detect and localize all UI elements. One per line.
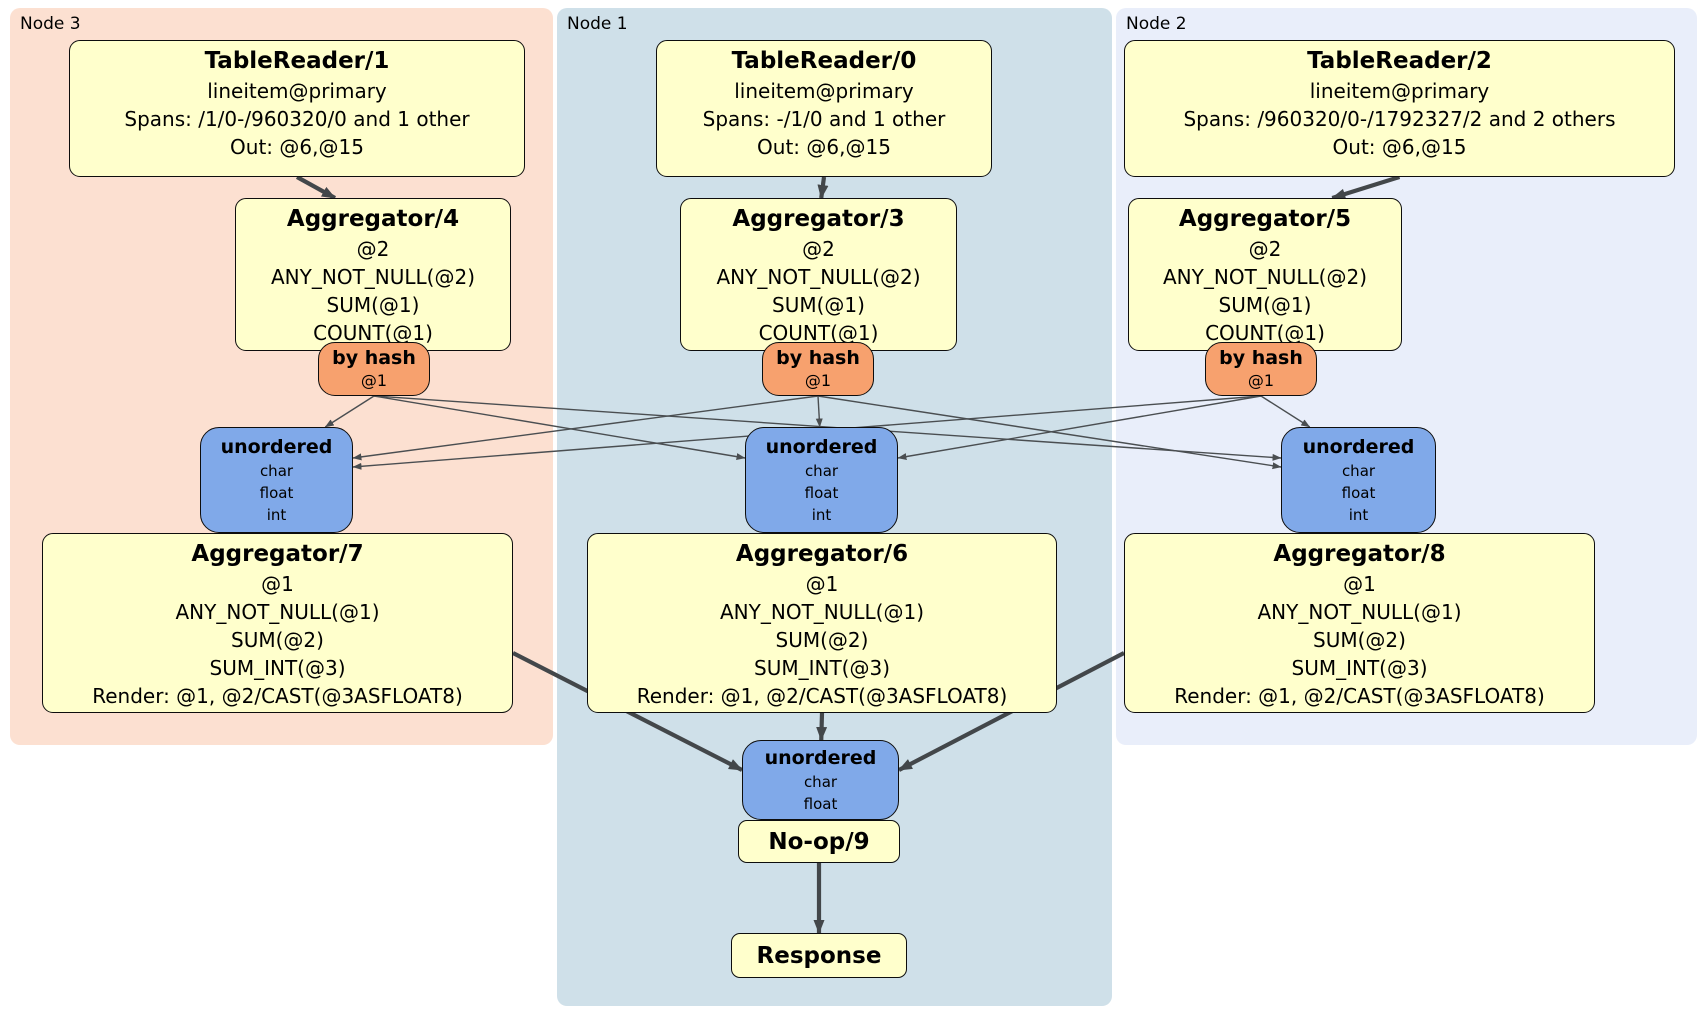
detail-line: Render: @1, @2/CAST(@3ASFLOAT8) (636, 684, 1008, 708)
detail-line: @2 (356, 237, 390, 261)
box-title: Aggregator/5 (1178, 206, 1352, 232)
box-title: TableReader/0 (731, 48, 917, 74)
box-title: by hash (776, 347, 860, 369)
detail-line: lineitem@primary (1309, 79, 1490, 103)
sync-unordered-final: unordered char float (742, 740, 899, 820)
box-title: unordered (764, 747, 877, 769)
detail-line: Spans: -/1/0 and 1 other (702, 107, 946, 131)
box-title: Aggregator/3 (732, 206, 905, 232)
detail-line: char (1341, 462, 1376, 480)
node-label: Node 1 (567, 14, 628, 34)
detail-line: Spans: /960320/0-/1792327/2 and 2 others (1183, 107, 1616, 131)
box-title: TableReader/2 (1307, 48, 1492, 74)
detail-line: SUM_INT(@3) (1291, 656, 1428, 680)
detail-line: SUM(@2) (775, 628, 869, 652)
detail-line: @2 (802, 237, 835, 261)
sync-unordered-6: unordered char float int (745, 427, 898, 533)
detail-line: COUNT(@1) (1205, 321, 1325, 345)
processor-noop-9: No-op/9 (738, 820, 900, 863)
detail-line: @1 (805, 572, 839, 596)
detail-line: float (259, 484, 294, 502)
detail-line: char (803, 773, 838, 791)
detail-line: int (266, 506, 287, 524)
detail-line: ANY_NOT_NULL(@2) (716, 265, 921, 289)
detail-line: lineitem@primary (207, 79, 387, 103)
detail-line: @1 (804, 371, 832, 390)
processor-tablereader-1: TableReader/1 lineitem@primary Spans: /1… (69, 40, 525, 177)
processor-aggregator-7: Aggregator/7 @1 ANY_NOT_NULL(@1) SUM(@2)… (42, 533, 513, 713)
detail-line: Spans: /1/0-/960320/0 and 1 other (124, 107, 470, 131)
detail-line: Out: @6,@15 (757, 135, 891, 159)
detail-line: char (259, 462, 294, 480)
box-title: unordered (220, 436, 333, 458)
box-title: by hash (332, 347, 416, 369)
detail-line: SUM(@1) (772, 293, 865, 317)
detail-line: COUNT(@1) (758, 321, 879, 345)
detail-line: Render: @1, @2/CAST(@3ASFLOAT8) (1174, 684, 1545, 708)
processor-tablereader-0: TableReader/0 lineitem@primary Spans: -/… (656, 40, 992, 177)
box-title: TableReader/1 (204, 48, 390, 74)
detail-line: float (804, 484, 839, 502)
detail-line: @1 (1343, 572, 1376, 596)
node-label: Node 3 (20, 14, 81, 34)
node-label: Node 2 (1126, 14, 1187, 34)
detail-line: SUM(@1) (1218, 293, 1312, 317)
detail-line: Out: @6,@15 (1332, 135, 1467, 159)
detail-line: Render: @1, @2/CAST(@3ASFLOAT8) (92, 684, 463, 708)
box-title: No-op/9 (768, 828, 870, 855)
detail-line: @1 (261, 572, 294, 596)
processor-aggregator-3: Aggregator/3 @2 ANY_NOT_NULL(@2) SUM(@1)… (680, 198, 957, 351)
sync-unordered-7: unordered char float int (200, 427, 353, 533)
detail-line: float (803, 795, 838, 813)
detail-line: ANY_NOT_NULL(@2) (1163, 265, 1367, 289)
detail-line: COUNT(@1) (313, 321, 433, 345)
box-title: unordered (1302, 436, 1415, 458)
detail-line: int (1348, 506, 1369, 524)
sync-unordered-8: unordered char float int (1281, 427, 1436, 533)
detail-line: ANY_NOT_NULL(@2) (271, 265, 475, 289)
box-title: Aggregator/6 (735, 541, 909, 567)
detail-line: int (811, 506, 832, 524)
processor-aggregator-8: Aggregator/8 @1 ANY_NOT_NULL(@1) SUM(@2)… (1124, 533, 1595, 713)
box-title: Aggregator/4 (286, 206, 460, 232)
box-title: Aggregator/7 (191, 541, 364, 567)
detail-line: ANY_NOT_NULL(@1) (175, 600, 380, 624)
box-title: Aggregator/8 (1273, 541, 1446, 567)
detail-line: SUM_INT(@3) (754, 656, 890, 680)
detail-line: float (1341, 484, 1376, 502)
detail-line: @1 (360, 371, 388, 390)
processor-aggregator-5: Aggregator/5 @2 ANY_NOT_NULL(@2) SUM(@1)… (1128, 198, 1402, 351)
detail-line: SUM_INT(@3) (209, 656, 346, 680)
detail-line: SUM(@1) (326, 293, 420, 317)
detail-line: @1 (1247, 371, 1275, 390)
detail-line: SUM(@2) (1313, 628, 1406, 652)
processor-aggregator-4: Aggregator/4 @2 ANY_NOT_NULL(@2) SUM(@1)… (235, 198, 511, 351)
box-title: Response (756, 942, 882, 969)
detail-line: ANY_NOT_NULL(@1) (720, 600, 924, 624)
processor-aggregator-6: Aggregator/6 @1 ANY_NOT_NULL(@1) SUM(@2)… (587, 533, 1057, 713)
router-by-hash-4: by hash @1 (318, 342, 430, 396)
processor-tablereader-2: TableReader/2 lineitem@primary Spans: /9… (1124, 40, 1675, 177)
detail-line: @2 (1248, 237, 1282, 261)
box-title: by hash (1219, 347, 1303, 369)
detail-line: SUM(@2) (231, 628, 324, 652)
router-by-hash-3: by hash @1 (762, 342, 874, 396)
detail-line: ANY_NOT_NULL(@1) (1257, 600, 1462, 624)
detail-line: Out: @6,@15 (230, 135, 364, 159)
detail-line: lineitem@primary (734, 79, 914, 103)
detail-line: char (804, 462, 839, 480)
box-title: unordered (765, 436, 878, 458)
router-by-hash-5: by hash @1 (1205, 342, 1317, 396)
processor-response: Response (731, 933, 907, 978)
